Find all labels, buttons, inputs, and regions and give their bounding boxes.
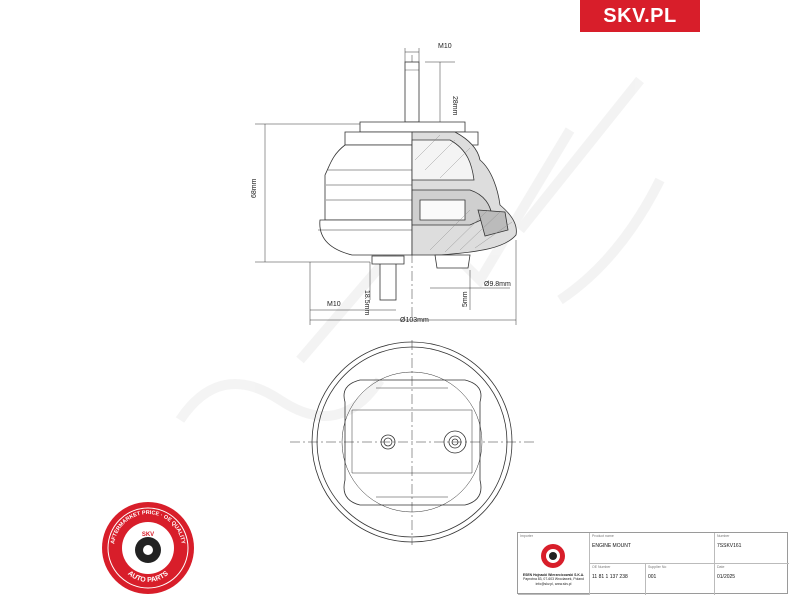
supplier-cell: Supplier No 001 [646, 564, 715, 595]
date-label: Date [717, 565, 725, 569]
dimension-lines [255, 48, 517, 325]
seal-text-center: SKV [142, 532, 154, 538]
seal-badge: AFTERMARKET PRICE · OE QUALITY AUTO PART… [102, 502, 194, 594]
product-cell: Product name ENGINE MOUNT [590, 533, 715, 564]
company-line-2: Paprotna 83, 07-603 Wroclawek, Poland [523, 577, 584, 582]
company-line-1: ESEN Hojnacki Wierzecicowski S.K.A. [522, 573, 585, 577]
importer-label: Importer [520, 534, 534, 538]
number-cell: Number 7SSKV161 [715, 533, 789, 564]
dim-offset: 5mm [462, 291, 469, 307]
supplier-label: Supplier No [648, 565, 667, 569]
importer-logo-icon [541, 544, 565, 568]
dim-stud-top-length: 28mm [451, 96, 458, 116]
oe-number: 11 81 1 137 238 [592, 574, 628, 580]
dim-thread-top: M10 [438, 43, 452, 50]
company-info: ESEN Hojnacki Wierzecicowski S.K.A. Papr… [520, 573, 587, 586]
company-line-3: info@skv.pl, www.skv.pl [535, 581, 572, 586]
importer-cell: Importer ESEN Hojnacki Wierzecicowski S.… [518, 533, 590, 595]
side-view [318, 55, 517, 320]
dim-thread-bottom: M10 [327, 301, 341, 308]
dim-height: 68mm [251, 178, 258, 198]
part-number: 7SSKV161 [717, 543, 742, 549]
dim-bottom-stud-length: 18.5mm [363, 290, 370, 315]
brand-logo: SKV.PL [580, 0, 700, 32]
supplier-number: 001 [648, 574, 657, 580]
oe-cell: OE Number 11 81 1 137 238 [590, 564, 646, 595]
top-view [290, 340, 535, 545]
product-name: ENGINE MOUNT [592, 543, 631, 549]
dim-diameter: Ø103mm [400, 317, 429, 324]
oe-label: OE Number [592, 565, 611, 569]
date-cell: Date 01/2025 [715, 564, 789, 595]
product-label: Product name [592, 534, 614, 538]
title-block: Importer ESEN Hojnacki Wierzecicowski S.… [517, 532, 789, 595]
number-label: Number [717, 534, 730, 538]
gear-icon [135, 537, 161, 563]
date-value: 01/2025 [717, 574, 736, 580]
dim-hole-diameter: Ø9.8mm [484, 281, 511, 288]
